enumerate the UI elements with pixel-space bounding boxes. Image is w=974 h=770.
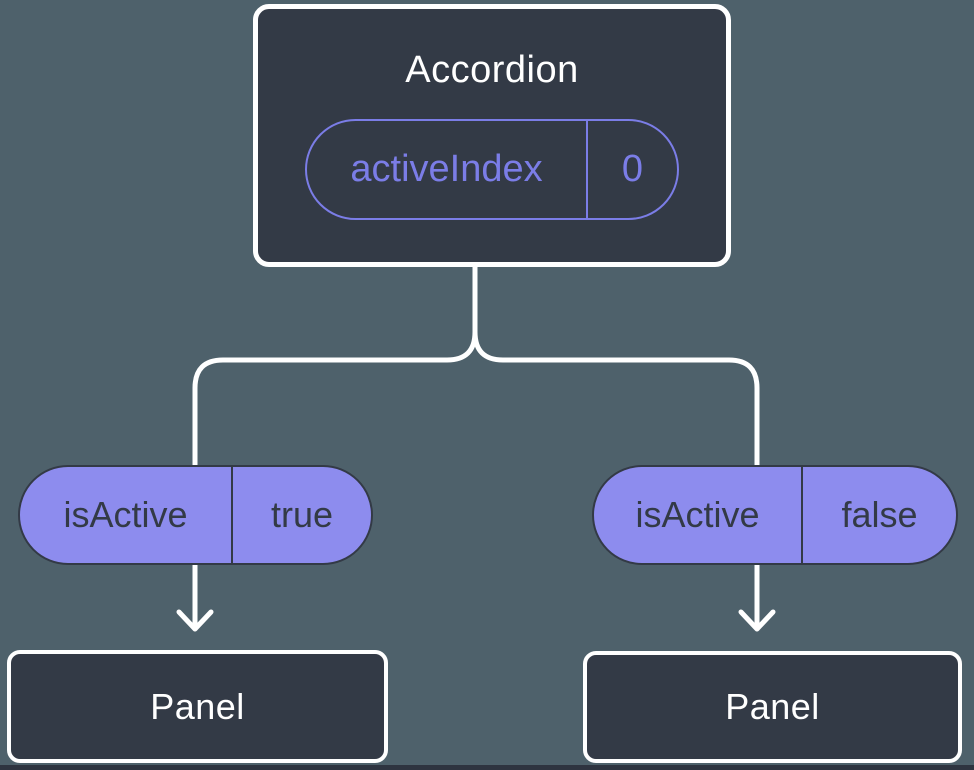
- active-index-prop-pill: activeIndex 0: [305, 119, 679, 220]
- state-value-label: false: [801, 467, 956, 563]
- tree-connector-right: [472, 329, 760, 630]
- state-name-label: isActive: [635, 494, 760, 535]
- arrowhead-left-icon: [176, 609, 214, 632]
- state-value-label: true: [231, 467, 371, 563]
- state-name-label: isActive: [63, 494, 188, 535]
- prop-name-label: activeIndex: [350, 148, 543, 190]
- prop-value-label: 0: [586, 121, 677, 218]
- panel-node-title: Panel: [150, 685, 245, 727]
- bottom-edge-strip: [0, 765, 974, 770]
- accordion-node: Accordion activeIndex 0: [253, 4, 731, 267]
- is-active-pill-false: isActive false: [592, 465, 958, 565]
- tree-connector-left: [192, 264, 478, 630]
- panel-node-right: Panel: [583, 651, 962, 763]
- arrowhead-right-icon: [738, 609, 776, 632]
- is-active-pill-true: isActive true: [18, 465, 373, 565]
- panel-node-left: Panel: [7, 650, 388, 763]
- accordion-node-title: Accordion: [405, 49, 579, 91]
- panel-node-title: Panel: [725, 686, 820, 727]
